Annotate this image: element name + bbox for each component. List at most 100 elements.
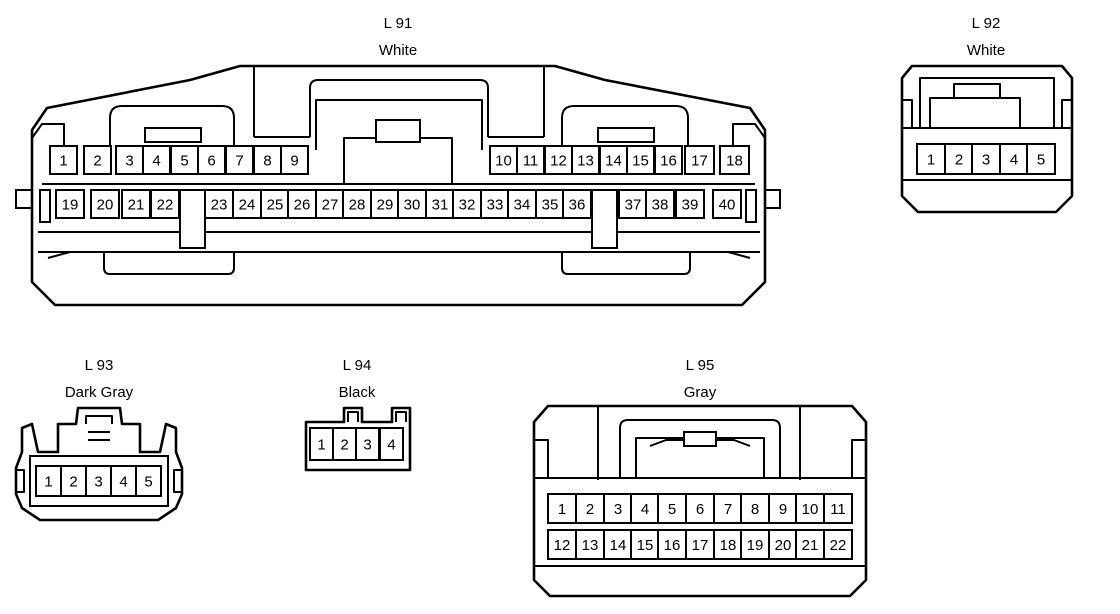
pin-cavity: [712, 189, 742, 219]
pin-number: 16: [660, 153, 677, 170]
pin-number: 24: [239, 197, 256, 214]
pin-number: 11: [523, 153, 539, 170]
connector-housing: [15, 64, 781, 307]
pin-number: 40: [719, 197, 736, 214]
pin-number: 1: [927, 152, 935, 169]
pin-number: 22: [157, 197, 174, 214]
pin-number: 6: [207, 153, 215, 170]
pin-cavity: [150, 189, 180, 219]
pin-cavity: [657, 529, 687, 560]
pin-cavity: [425, 189, 455, 219]
pin-number: 9: [290, 153, 298, 170]
pin-number: 6: [696, 501, 704, 518]
connector-code: L 94: [343, 357, 372, 374]
pin-cavity: [547, 493, 577, 524]
connector-housing: [900, 64, 1074, 214]
pin-number: 4: [1010, 152, 1018, 169]
pin-cavity: [49, 145, 78, 175]
pin-cavity: [999, 143, 1029, 175]
pin-number: 5: [144, 474, 152, 491]
pin-cavity: [397, 189, 427, 219]
pin-cavity: [823, 493, 853, 524]
pin-cavity: [768, 493, 798, 524]
pin-cavity: [90, 189, 120, 219]
pin-number: 29: [377, 197, 394, 214]
pin-cavity: [379, 427, 404, 461]
pin-cavity: [603, 493, 633, 524]
pin-cavity: [232, 189, 262, 219]
pin-number: 3: [363, 437, 371, 454]
pin-number: 4: [119, 474, 127, 491]
pin-number: 4: [152, 153, 160, 170]
pin-cavity: [823, 529, 853, 560]
pin-number: 4: [387, 437, 395, 454]
pin-number: 3: [614, 501, 622, 518]
pin-number: 8: [263, 153, 271, 170]
pin-number: 5: [180, 153, 188, 170]
pin-number: 2: [93, 153, 101, 170]
pin-number: 1: [44, 474, 52, 491]
pin-cavity: [452, 189, 482, 219]
connector-color: White: [967, 42, 1005, 59]
pin-number: 17: [692, 537, 709, 554]
pin-number: 30: [404, 197, 421, 214]
pin-cavity: [795, 493, 825, 524]
pin-number: 10: [495, 153, 512, 170]
pin-cavity: [55, 189, 85, 219]
pin-number: 18: [726, 153, 743, 170]
connector-housing: [14, 406, 184, 522]
pin-number: 37: [625, 197, 642, 214]
pin-number: 1: [59, 153, 67, 170]
pin-cavity: [1026, 143, 1056, 175]
pin-number: 38: [652, 197, 669, 214]
pin-cavity: [142, 145, 171, 175]
connector-code: L 93: [85, 357, 114, 374]
pin-number: 15: [637, 537, 654, 554]
pin-cavity: [684, 145, 715, 175]
pin-cavity: [645, 189, 675, 219]
pin-number: 13: [577, 153, 594, 170]
pin-cavity: [60, 465, 87, 497]
pin-number: 35: [542, 197, 559, 214]
pin-number: 33: [487, 197, 504, 214]
pin-number: 5: [668, 501, 676, 518]
pin-number: 19: [747, 537, 764, 554]
pin-number: 5: [1037, 152, 1045, 169]
pin-cavity: [489, 145, 518, 175]
pin-number: 36: [569, 197, 586, 214]
pin-cavity: [135, 465, 162, 497]
pin-number: 32: [459, 197, 476, 214]
pin-number: 4: [641, 501, 649, 518]
pin-cavity: [630, 529, 660, 560]
pin-number: 14: [605, 153, 622, 170]
pin-number: 34: [514, 197, 531, 214]
connector-color: Dark Gray: [65, 384, 134, 401]
pin-cavity: [657, 493, 687, 524]
pin-number: 23: [211, 197, 228, 214]
pin-number: 31: [432, 197, 449, 214]
connector-code: L 91: [384, 15, 413, 32]
pin-number: 26: [294, 197, 311, 214]
pin-number: 17: [691, 153, 708, 170]
pin-number: 21: [802, 537, 819, 554]
pin-cavity: [575, 493, 605, 524]
pin-number: 28: [349, 197, 366, 214]
pin-number: 2: [955, 152, 963, 169]
pin-number: 16: [664, 537, 681, 554]
connector-l91: L 91 White: [15, 15, 781, 307]
pin-number: 21: [128, 197, 145, 214]
pin-cavity: [562, 189, 592, 219]
pin-number: 2: [340, 437, 348, 454]
pin-cavity: [740, 493, 770, 524]
pin-cavity: [654, 145, 683, 175]
pin-number: 27: [322, 197, 339, 214]
connector-code: L 95: [686, 357, 715, 374]
pin-number: 1: [558, 501, 566, 518]
pin-number: 22: [830, 537, 847, 554]
